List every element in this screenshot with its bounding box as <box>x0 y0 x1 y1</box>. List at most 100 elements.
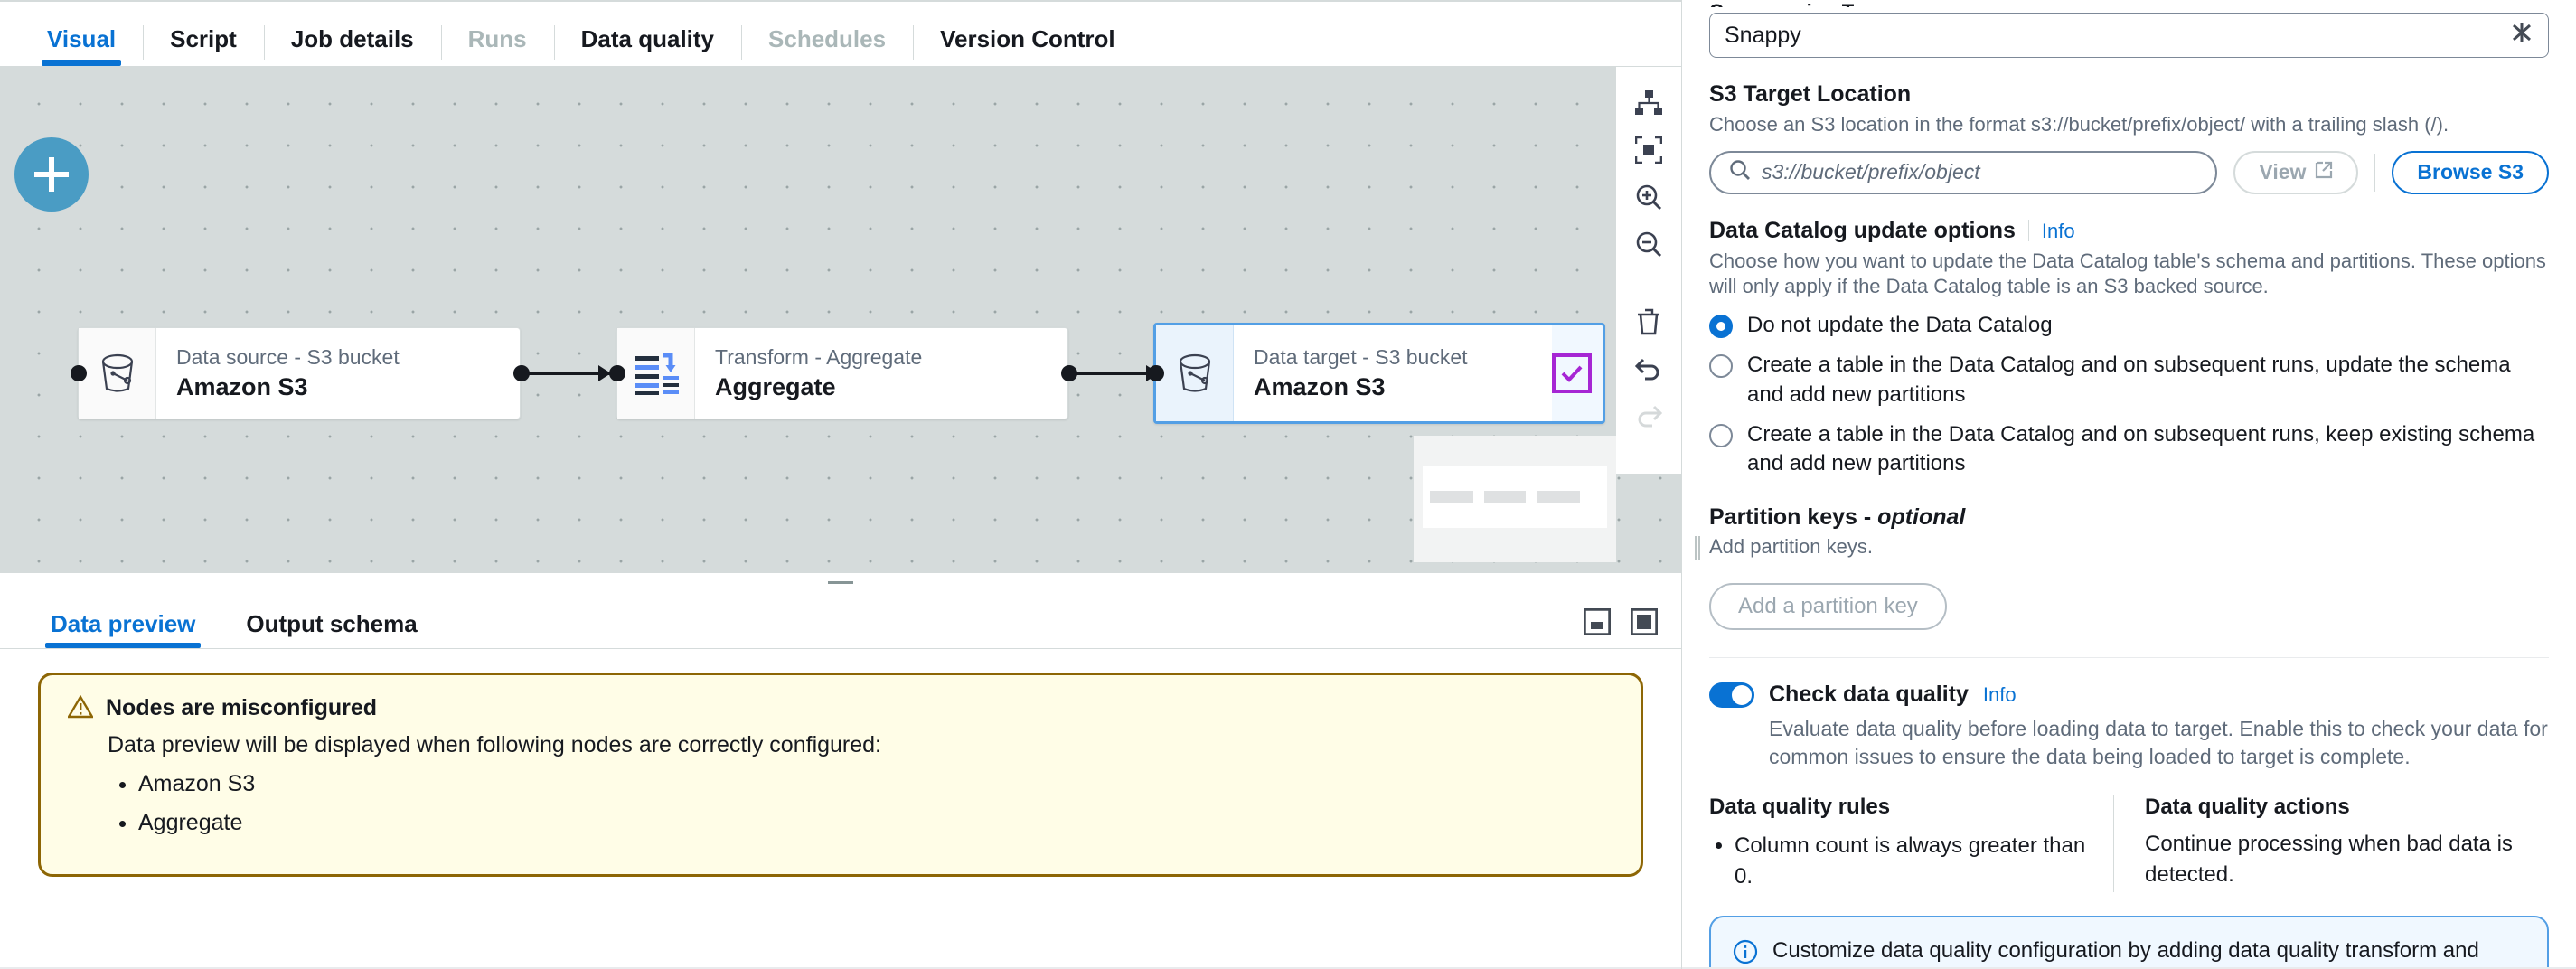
check-data-quality-toggle[interactable] <box>1709 682 1754 708</box>
radio-label: Create a table in the Data Catalog and o… <box>1747 421 2535 476</box>
add-node-button[interactable] <box>14 137 89 212</box>
data-catalog-options-label: Data Catalog update options <box>1709 217 2016 243</box>
tab-job-details-label: Job details <box>290 25 414 52</box>
data-catalog-info-link[interactable]: Info <box>2041 219 2075 242</box>
radio-input[interactable] <box>1709 354 1733 379</box>
list-item: Amazon S3 <box>138 771 1613 797</box>
tab-output-schema[interactable]: Output schema <box>221 612 442 648</box>
compression-type-value: Snappy <box>1725 22 1801 48</box>
section-divider <box>1709 657 2549 659</box>
s3-target-location-placeholder: s3://bucket/prefix/object <box>1762 160 1980 184</box>
node-input-port[interactable] <box>609 365 625 381</box>
compression-type-select[interactable]: Snappy <box>1709 13 2549 58</box>
partition-keys-optional: optional <box>1877 503 1966 530</box>
tab-data-quality[interactable]: Data quality <box>553 25 741 66</box>
node-data-source-s3[interactable]: Data source - S3 bucket Amazon S3 <box>71 327 521 419</box>
toggle-knob <box>1732 684 1752 705</box>
node-input-port[interactable] <box>1148 365 1164 381</box>
radio-input[interactable] <box>1709 423 1733 447</box>
node-properties-panel: Compression Type Snappy S3 Target Locati… <box>1681 0 2576 969</box>
s3-target-location-description: Choose an S3 location in the format s3:/… <box>1709 113 2449 136</box>
fit-to-screen-icon[interactable] <box>1616 127 1681 174</box>
partition-keys-description-row: Add partition keys. <box>1695 534 2549 560</box>
view-button-label: View <box>2259 160 2307 184</box>
canvas-minimap[interactable] <box>1414 436 1616 562</box>
redo-icon[interactable] <box>1616 392 1681 439</box>
node-title: Amazon S3 <box>176 372 308 400</box>
view-button[interactable]: View <box>2233 150 2359 194</box>
tab-runs[interactable]: Runs <box>440 25 554 66</box>
s3-bucket-icon <box>79 328 156 419</box>
aggregate-icon <box>617 328 695 419</box>
node-text: Data source - S3 bucket Amazon S3 <box>156 328 520 419</box>
list-item: Aggregate <box>138 810 1613 836</box>
node-transform-aggregate[interactable]: Transform - Aggregate Aggregate <box>609 327 1068 419</box>
add-partition-key-button[interactable]: Add a partition key <box>1709 583 1947 631</box>
minimap-node <box>1430 491 1473 503</box>
tab-script[interactable]: Script <box>143 25 264 66</box>
tab-visual-label: Visual <box>47 25 117 52</box>
warning-header: Nodes are misconfigured <box>66 694 1613 725</box>
data-quality-info-callout: Customize data quality configuration by … <box>1709 915 2549 969</box>
check-data-quality-label: Check data quality <box>1769 682 1969 708</box>
compression-type-label: Compression Type <box>1709 0 2549 7</box>
partition-keys-label-text: Partition keys - <box>1709 503 1878 530</box>
s3-bucket-icon <box>1156 325 1234 421</box>
data-quality-actions-column: Data quality actions Continue processing… <box>2113 795 2549 892</box>
radio-create-update-schema[interactable]: Create a table in the Data Catalog and o… <box>1709 351 2549 409</box>
warning-node-list: Amazon S3 Aggregate <box>108 771 1613 836</box>
radio-label: Create a table in the Data Catalog and o… <box>1747 353 2511 407</box>
data-quality-rules-list: Column count is always greater than 0. <box>1735 831 2086 891</box>
visual-canvas[interactable]: Data source - S3 bucket Amazon S3 <box>0 67 1681 573</box>
browse-s3-button[interactable]: Browse S3 <box>2392 150 2549 194</box>
callout-content: Customize data quality configuration by … <box>1772 936 2525 969</box>
drag-handle-icon[interactable] <box>1695 535 1700 560</box>
node-output-port[interactable] <box>513 365 530 381</box>
tab-schedules[interactable]: Schedules <box>741 25 913 66</box>
delete-icon[interactable] <box>1616 298 1681 345</box>
warning-body: Data preview will be displayed when foll… <box>108 732 882 757</box>
tab-data-quality-label: Data quality <box>580 25 715 52</box>
connector-1 <box>521 372 620 375</box>
s3-target-location-input[interactable]: s3://bucket/prefix/object <box>1709 150 2218 194</box>
undo-icon[interactable] <box>1616 345 1681 392</box>
tab-output-schema-label: Output schema <box>246 610 418 637</box>
list-item: Column count is always greater than 0. <box>1735 831 2086 891</box>
partition-keys-description: Add partition keys. <box>1709 534 1873 558</box>
plus-icon <box>34 157 69 192</box>
panel-splitter[interactable] <box>0 573 1681 591</box>
tab-visual[interactable]: Visual <box>20 27 143 66</box>
node-subtitle: Data target - S3 bucket <box>1254 345 1468 370</box>
radio-do-not-update[interactable]: Do not update the Data Catalog <box>1709 311 2549 340</box>
chevron-down-icon <box>2510 21 2534 51</box>
expand-panel-icon[interactable] <box>1630 607 1659 636</box>
tab-data-preview-label: Data preview <box>51 610 196 637</box>
zoom-in-icon[interactable] <box>1616 174 1681 221</box>
s3-target-location-label: S3 Target Location <box>1709 81 1912 107</box>
node-output-port[interactable] <box>1061 365 1077 381</box>
radio-create-keep-schema[interactable]: Create a table in the Data Catalog and o… <box>1709 420 2549 479</box>
node-data-target-s3[interactable]: Data target - S3 bucket Amazon S3 <box>1148 323 1605 424</box>
minimap-node <box>1484 491 1526 503</box>
tab-version-control[interactable]: Version Control <box>913 25 1142 66</box>
tab-data-preview[interactable]: Data preview <box>25 612 221 648</box>
partition-keys-section: Partition keys - optional Add partition … <box>1695 504 2549 631</box>
splitter-handle <box>828 580 853 584</box>
zoom-out-icon[interactable] <box>1616 221 1681 268</box>
check-data-quality-description: Evaluate data quality before loading dat… <box>1769 717 2548 769</box>
node-input-port[interactable] <box>71 365 87 381</box>
minimap-viewport[interactable] <box>1423 466 1607 528</box>
collapse-panel-icon[interactable] <box>1583 607 1612 636</box>
minimap-node <box>1537 491 1580 503</box>
s3-target-location-row: s3://bucket/prefix/object View Browse S3 <box>1709 150 2549 194</box>
browse-s3-button-label: Browse S3 <box>2417 160 2524 184</box>
tab-job-details[interactable]: Job details <box>263 25 441 66</box>
radio-input[interactable] <box>1709 314 1733 338</box>
job-tabs: Visual Script Job details Runs Data qual… <box>0 0 1681 67</box>
node-text: Data target - S3 bucket Amazon S3 <box>1234 325 1552 421</box>
partition-keys-label: Partition keys - optional <box>1709 504 2549 531</box>
data-quality-info-link[interactable]: Info <box>1982 682 2017 706</box>
auto-layout-icon[interactable] <box>1616 80 1681 127</box>
radio-label: Do not update the Data Catalog <box>1747 312 2053 337</box>
